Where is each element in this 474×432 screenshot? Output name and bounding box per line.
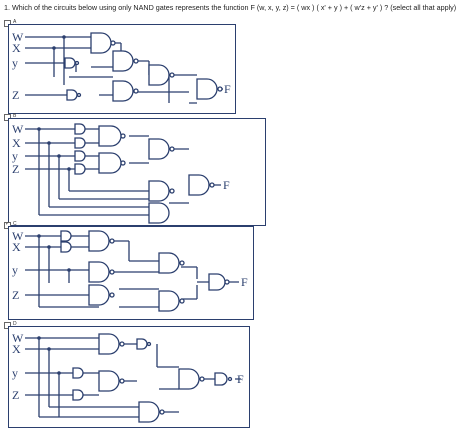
circuit-d-output-f: F — [237, 372, 244, 386]
circuit-a-diagram: W X y Z F — [12, 30, 231, 104]
option-a-label: A — [13, 19, 17, 25]
circuit-c-diagram: W X y Z F — [12, 229, 248, 312]
circuit-b-output-f: F — [223, 178, 230, 192]
circuit-d-input-x: X — [12, 342, 21, 356]
circuit-b-input-w: W — [12, 122, 24, 136]
circuit-a-input-z: Z — [12, 88, 19, 102]
circuit-a-input-y: y — [12, 56, 18, 70]
circuit-b-input-z: Z — [12, 162, 19, 176]
circuit-b-input-y: y — [12, 149, 18, 163]
circuit-c-input-x: X — [12, 240, 21, 254]
circuit-d-input-y: y — [12, 366, 18, 380]
circuit-d-input-w: W — [12, 331, 24, 345]
option-b-label: B — [13, 113, 17, 119]
circuit-c-output-f: F — [241, 275, 248, 289]
circuit-b-diagram: W X y Z F — [12, 122, 230, 224]
circuit-c-input-w: W — [12, 229, 24, 243]
circuit-c-frame: W X y Z F — [8, 226, 254, 320]
circuit-d-diagram: W X y Z F — [12, 331, 244, 423]
option-d-label: D — [13, 321, 17, 327]
circuit-b-frame: W X y Z F — [8, 118, 266, 226]
circuit-a-frame: W X y Z F — [8, 24, 236, 114]
circuit-a-output-f: F — [224, 82, 231, 96]
option-a-checkbox[interactable] — [4, 20, 11, 27]
circuit-c-input-z: Z — [12, 288, 19, 302]
question-text: 1. Which of the circuits below using onl… — [4, 3, 457, 12]
circuit-a-input-w: W — [12, 30, 24, 44]
circuit-d-frame: W X y Z F — [8, 326, 250, 428]
circuit-b-input-x: X — [12, 136, 21, 150]
option-c-label: C — [13, 221, 17, 227]
option-d-checkbox[interactable] — [4, 322, 11, 329]
option-c-checkbox[interactable] — [4, 220, 11, 229]
circuit-d-input-z: Z — [12, 388, 19, 402]
circuit-c-input-y: y — [12, 263, 18, 277]
option-b-checkbox[interactable] — [4, 114, 11, 121]
circuit-a-input-x: X — [12, 41, 21, 55]
